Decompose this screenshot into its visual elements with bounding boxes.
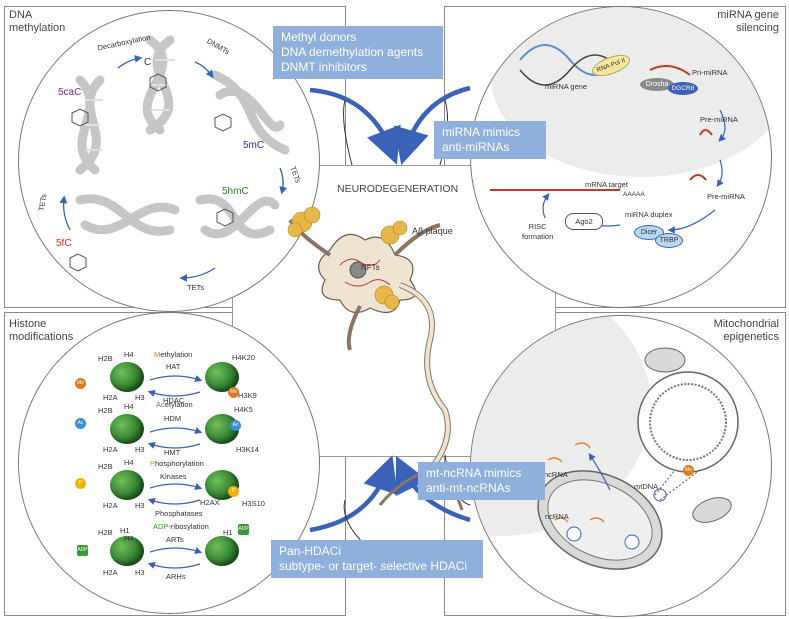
therapy-box-mito: mt-ncRNA mimics anti-mt-ncRNAs bbox=[418, 462, 545, 500]
drosha-label: Drosha bbox=[645, 81, 669, 88]
histone-h4: H4 bbox=[124, 402, 134, 411]
nucleosome bbox=[110, 536, 144, 566]
nucleosome bbox=[110, 414, 144, 444]
ago2-label: Ago2 bbox=[575, 217, 593, 226]
histone-h4: H4 bbox=[124, 458, 134, 467]
acetyl-mark-icon: Ac bbox=[230, 420, 241, 431]
nucleosome bbox=[205, 536, 239, 566]
site-label-1: H4K20 bbox=[232, 353, 255, 362]
histone-h1: H1 bbox=[120, 526, 130, 535]
mirna-duplex-label: miRNA duplex bbox=[625, 210, 673, 219]
site-label-2: H3K9 bbox=[238, 391, 257, 400]
phospho-mark-icon: P bbox=[75, 478, 86, 489]
site-label-1: H2AX bbox=[200, 498, 220, 507]
5cac-label: 5caC bbox=[58, 87, 82, 98]
pre-mirna-label-2: Pre-miRNA bbox=[707, 192, 745, 201]
pri-mirna-label: Pri-miRNA bbox=[692, 68, 728, 77]
histone-h3: H3 bbox=[135, 568, 145, 577]
methyl-mark-icon: Me bbox=[228, 387, 239, 398]
histone-h3: H3 bbox=[135, 501, 145, 510]
tets-label-2: TETs bbox=[187, 283, 205, 292]
histone-h2a: H2A bbox=[103, 445, 118, 454]
enzyme-reverse: HDAC bbox=[163, 396, 185, 405]
site-label-2: H3K14 bbox=[236, 445, 259, 454]
enzyme-forward: Kinases bbox=[160, 472, 187, 481]
site-label-2: H3S10 bbox=[242, 499, 265, 508]
adp-mark-icon: ADP bbox=[238, 524, 249, 535]
histone-h2b: H2B bbox=[98, 462, 113, 471]
dgcr8-label: DGCR8 bbox=[671, 85, 695, 92]
therapy-box-dna-methylation: Methyl donors DNA demethylation agents D… bbox=[273, 26, 443, 79]
mito-artwork bbox=[537, 347, 739, 570]
enzyme-forward: ARTs bbox=[166, 535, 184, 544]
site-label-1: H1 bbox=[223, 528, 233, 537]
5mc-label: 5mC bbox=[243, 140, 265, 151]
modification-name: Phosphorylation bbox=[150, 459, 204, 468]
modification-name: Methylation bbox=[154, 350, 193, 359]
me-mark-icon: Me bbox=[683, 465, 694, 476]
histone-h2b: H2B bbox=[98, 528, 113, 537]
dgcr8-badge: DGCR8 bbox=[668, 82, 698, 95]
adp-mark-icon: ADP bbox=[77, 545, 88, 556]
neurodegeneration-title: NEURODEGENERATION bbox=[337, 183, 459, 195]
histone-h2a: H2A bbox=[103, 568, 118, 577]
dna-helix-group bbox=[75, 35, 290, 239]
enzyme-forward: HAT bbox=[166, 362, 181, 371]
5fc-label: 5fC bbox=[56, 238, 72, 249]
nfts-label: NFTs bbox=[361, 263, 380, 272]
modification-name: Acetylation bbox=[156, 400, 193, 409]
histone-h4: H4 bbox=[124, 350, 134, 359]
ago2-badge: Ago2 bbox=[565, 213, 603, 230]
histone-h2a: H2A bbox=[103, 393, 118, 402]
methyl-mark-icon: Me bbox=[75, 378, 86, 389]
enzyme-reverse: Phosphatases bbox=[155, 509, 203, 518]
trbp-badge: TRBP bbox=[655, 233, 683, 248]
histone-h4: H4 bbox=[124, 534, 134, 543]
histone-h2b: H2B bbox=[98, 406, 113, 415]
polya-label: AAAAA bbox=[623, 191, 645, 198]
acetyl-mark-icon: Ac bbox=[75, 418, 86, 429]
mtdna-label: mtDNA bbox=[634, 482, 659, 491]
histone-h2a: H2A bbox=[103, 501, 118, 510]
nucleosome bbox=[110, 362, 144, 392]
therapy-box-histone: Pan-HDACi subtype- or target- selective … bbox=[271, 540, 483, 578]
histone-h3: H3 bbox=[135, 393, 145, 402]
site-label-1: H4K5 bbox=[234, 405, 253, 414]
5hmc-label: 5hmC bbox=[222, 186, 249, 197]
nucleosome bbox=[110, 470, 144, 500]
mrna-target-label: mRNA target bbox=[585, 180, 628, 189]
pre-mirna-label-1: Pre-miRNA bbox=[700, 115, 738, 124]
drosha-badge: Drosha bbox=[640, 78, 674, 91]
enzyme-reverse: ARHs bbox=[166, 572, 186, 581]
ncrna-label-1: ncRNA bbox=[544, 470, 568, 479]
therapy-box-mirna: miRNA mimics anti-miRNAs bbox=[434, 121, 546, 159]
histone-h2b: H2B bbox=[98, 354, 113, 363]
abeta-plaque-label: Aβ plaque bbox=[412, 226, 453, 236]
phospho-mark-icon: P bbox=[228, 486, 239, 497]
ncrna-label-2: ncRNA bbox=[545, 512, 569, 521]
dicer-label: Dicer bbox=[640, 229, 658, 236]
enzyme-forward: HDM bbox=[164, 414, 182, 423]
enzyme-reverse: HMT bbox=[164, 448, 181, 457]
histone-h3: H3 bbox=[135, 445, 145, 454]
circle-histone bbox=[18, 312, 320, 614]
modification-name: ADP-ribosylation bbox=[153, 522, 209, 531]
trbp-label: TRBP bbox=[659, 237, 679, 244]
c-label: C bbox=[144, 57, 152, 68]
mirna-gene-label: miRNA gene bbox=[545, 82, 588, 91]
